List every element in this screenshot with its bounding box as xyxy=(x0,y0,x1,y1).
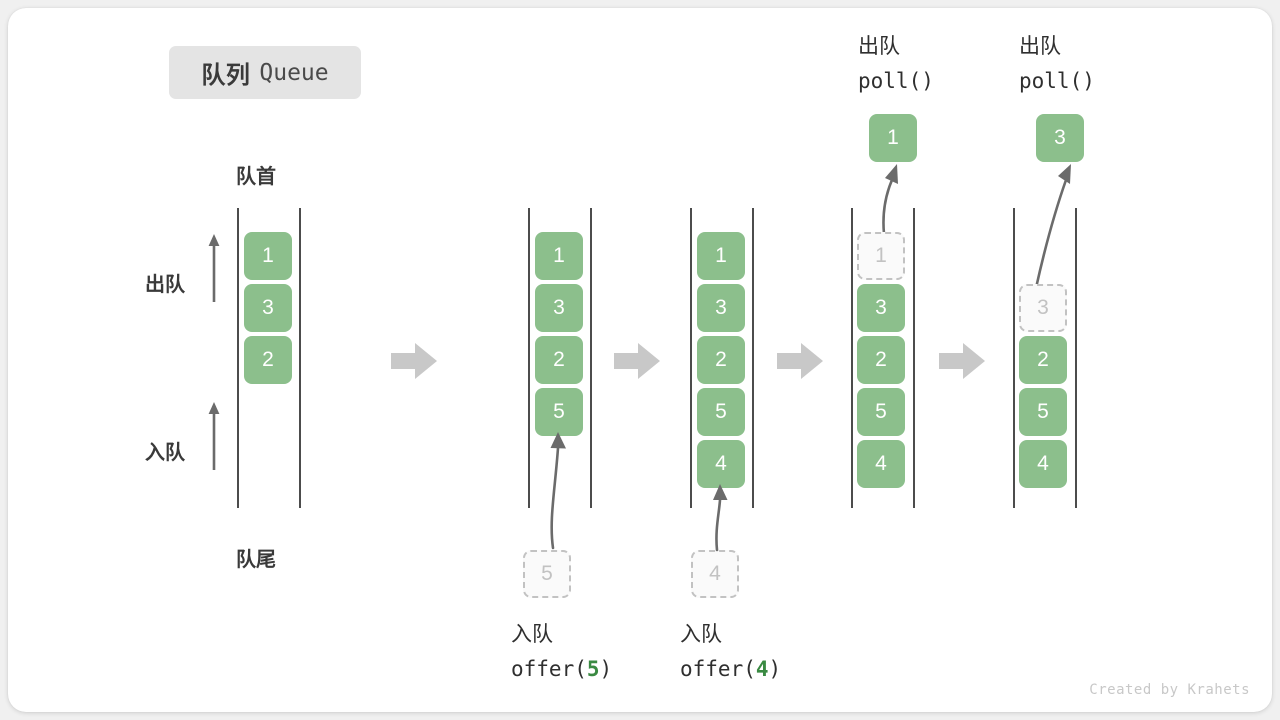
caption-offer-5-code: offer(5) xyxy=(511,657,613,681)
queue-rail-right-3 xyxy=(752,208,754,508)
label-rear: 队尾 xyxy=(236,549,276,571)
flow-arrow-icon xyxy=(391,343,437,379)
flow-arrow-icon xyxy=(939,343,985,379)
queue-cell: 4 xyxy=(857,440,905,488)
queue-rail-right-5 xyxy=(1075,208,1077,508)
ghost-cell-poll: 3 xyxy=(1019,284,1067,332)
caption-poll-3: 出队 poll() xyxy=(1019,30,1095,98)
label-enqueue-direction: 入队 xyxy=(145,442,185,464)
diagram-stage: 队列 Queue 队首 队尾 出队 入队 1 3 2 1 3 xyxy=(8,8,1272,712)
queue-cell: 4 xyxy=(1019,440,1067,488)
dequeue-direction-arrow-icon xyxy=(208,234,220,302)
queue-cell: 3 xyxy=(535,284,583,332)
queue-cell: 2 xyxy=(857,336,905,384)
queue-cell-new: 5 xyxy=(535,388,583,436)
queue-cell: 5 xyxy=(697,388,745,436)
caption-poll-3-cn: 出队 xyxy=(1019,35,1061,58)
queue-cell: 1 xyxy=(244,232,292,280)
queue-rail-left-4 xyxy=(851,208,853,508)
caption-offer-4: 入队 offer(4) xyxy=(680,618,781,686)
popped-cell: 1 xyxy=(869,114,917,162)
queue-rail-right-4 xyxy=(913,208,915,508)
queue-cell: 2 xyxy=(535,336,583,384)
queue-cell: 2 xyxy=(244,336,292,384)
queue-cell: 5 xyxy=(1019,388,1067,436)
caption-poll-1-cn: 出队 xyxy=(858,35,900,58)
caption-poll-3-code: poll() xyxy=(1019,69,1095,93)
queue-cell: 3 xyxy=(857,284,905,332)
motion-arrow-offer-4-icon xyxy=(713,484,728,552)
queue-cell: 3 xyxy=(697,284,745,332)
queue-cell: 3 xyxy=(244,284,292,332)
title-badge: 队列 Queue xyxy=(169,46,361,99)
queue-rail-left-3 xyxy=(690,208,692,508)
motion-arrow-poll-3-icon xyxy=(1034,164,1071,290)
flow-arrow-icon xyxy=(777,343,823,379)
queue-rail-left-2 xyxy=(528,208,530,508)
caption-offer-4-code: offer(4) xyxy=(680,657,782,681)
queue-rail-left-5 xyxy=(1013,208,1015,508)
watermark: Created by Krahets xyxy=(1089,682,1250,698)
label-front: 队首 xyxy=(236,166,276,188)
flow-arrow-icon xyxy=(614,343,660,379)
diagram-card: 队列 Queue 队首 队尾 出队 入队 1 3 2 1 3 xyxy=(8,8,1272,712)
ghost-cell-offer: 4 xyxy=(691,550,739,598)
queue-cell: 1 xyxy=(697,232,745,280)
enqueue-direction-arrow-icon xyxy=(208,402,220,470)
label-dequeue-direction: 出队 xyxy=(145,274,185,296)
queue-cell: 5 xyxy=(857,388,905,436)
queue-cell: 2 xyxy=(1019,336,1067,384)
caption-offer-5-cn: 入队 xyxy=(511,623,553,646)
queue-cell: 1 xyxy=(535,232,583,280)
queue-cell-new: 4 xyxy=(697,440,745,488)
queue-rail-left-1 xyxy=(237,208,239,508)
queue-rail-right-1 xyxy=(299,208,301,508)
ghost-cell-poll: 1 xyxy=(857,232,905,280)
caption-offer-5: 入队 offer(5) xyxy=(511,618,612,686)
title-chinese: 队列 xyxy=(201,62,251,89)
queue-rail-right-2 xyxy=(590,208,592,508)
caption-poll-1-code: poll() xyxy=(858,69,934,93)
queue-cell: 2 xyxy=(697,336,745,384)
caption-offer-4-cn: 入队 xyxy=(680,623,722,646)
popped-cell: 3 xyxy=(1036,114,1084,162)
motion-arrow-poll-1-icon xyxy=(882,164,898,236)
caption-poll-1: 出队 poll() xyxy=(858,30,934,98)
title-english: Queue xyxy=(259,59,329,86)
ghost-cell-offer: 5 xyxy=(523,550,571,598)
motion-arrow-offer-5-icon xyxy=(550,432,566,550)
